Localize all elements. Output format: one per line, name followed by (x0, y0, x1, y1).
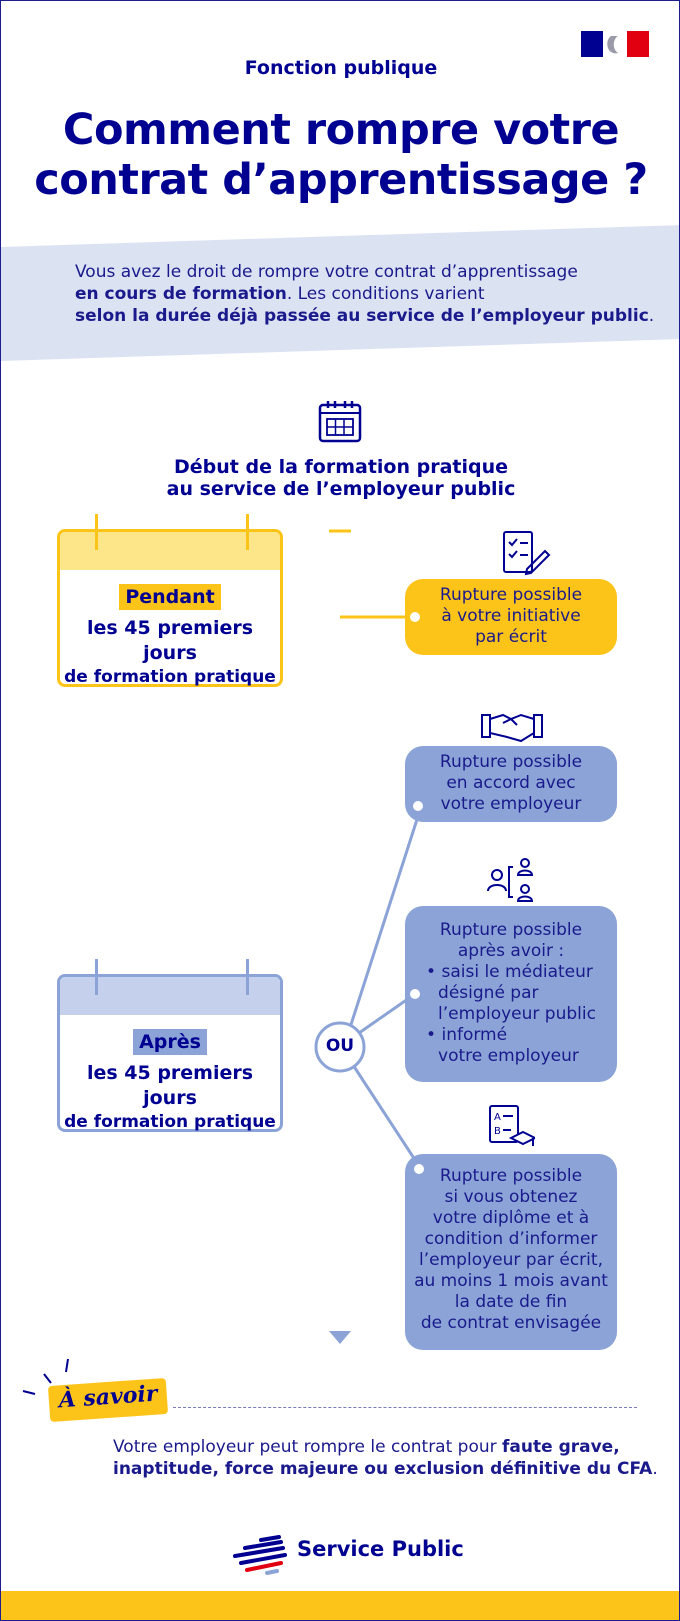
svg-text:B: B (494, 1126, 501, 1137)
intro-text: Vous avez le droit de rompre votre contr… (75, 261, 655, 327)
handshake-icon (481, 713, 543, 743)
calendar-apres-line-1: les 45 premiers jours (86, 1062, 254, 1109)
outcome-diplome-line-8: de contrat envisagée (420, 1313, 602, 1333)
intro-line-1: Vous avez le droit de rompre votre contr… (75, 262, 578, 282)
outcome-diplome-line-2: si vous obtenez (444, 1187, 578, 1207)
outcome-accord-line-2: en accord avec (446, 773, 576, 793)
intro-bold-1: en cours de formation (75, 284, 287, 304)
outcome-diplome-line-1: Rupture possible (439, 1166, 583, 1186)
intro-line-2: en cours de formation. Les conditions va… (75, 283, 655, 305)
outcome-accord-line-1: Rupture possible (439, 752, 583, 772)
intro-end: . (648, 306, 655, 326)
outcome-mediateur-intro-1: Rupture possible (439, 920, 583, 940)
outcome-diplome-dot (414, 1164, 424, 1174)
kicker: Fonction publique (244, 57, 438, 79)
outcome-mediateur-dot (410, 989, 420, 999)
checklist-pen-icon (503, 531, 551, 576)
outcome-diplome-line-3: votre diplôme et à (432, 1208, 590, 1228)
savoir-note-end: . (652, 1459, 658, 1479)
diploma-icon: A B (489, 1105, 535, 1146)
savoir-note: Votre employeur peut rompre le contrat p… (113, 1436, 673, 1480)
outcome-mediateur-bullet-1-cont-1: désigné par (438, 983, 539, 1003)
outcome-mediateur-bullet-2: • informé (426, 1025, 508, 1045)
calendar-pendant-line-2: de formation pratique (64, 667, 276, 687)
savoir-note-bold-1: faute grave, (502, 1437, 620, 1457)
calendar-pendant: Pendant les 45 premiers jours de formati… (57, 514, 283, 689)
outcome-diplome-line-5: l’employeur par écrit, (419, 1250, 603, 1270)
or-label: OU (325, 1036, 355, 1056)
tag-pendant: Pendant (119, 584, 221, 610)
outcome-accord-line-3: votre employeur (440, 794, 582, 814)
timeline-heading: Début de la formation pratique au servic… (1, 456, 679, 500)
outcome-initiative-line-2: à votre initiative (441, 606, 581, 626)
outcome-accord: Rupture possible en accord avec votre em… (405, 746, 617, 822)
outcome-diplome-line-7: la date de fin (454, 1292, 568, 1312)
calendar-apres: Après les 45 premiers jours de formation… (57, 959, 283, 1134)
service-public-logo-icon (233, 1535, 287, 1575)
svg-text:A: A (494, 1112, 501, 1123)
outcome-mediateur-bullet-1: • saisi le médiateur (426, 962, 593, 982)
timeline-heading-line-2: au service de l’employeur public (166, 478, 516, 500)
bottom-bar (1, 1591, 679, 1620)
calendar-icon (318, 401, 362, 443)
intro-band (1, 225, 679, 361)
connector-diplome (351, 1064, 421, 1167)
outcome-mediateur: Rupture possible après avoir : • saisi l… (405, 906, 617, 1082)
tag-apres: Après (133, 1029, 207, 1055)
calendar-apres-ring-right (246, 959, 249, 995)
timeline-arrowhead (329, 1331, 351, 1344)
brand-name: Service Public (297, 1537, 464, 1561)
title-line-2: contrat d’apprentissage ? (34, 155, 648, 205)
outcome-initiative-line-1: Rupture possible (439, 585, 583, 605)
savoir-divider (173, 1407, 637, 1408)
outcome-mediateur-bullet-1-cont-2: l’employeur public (438, 1004, 596, 1024)
outcome-diplome-line-4: condition d’informer (424, 1229, 598, 1249)
calendar-pendant-ring-right (246, 514, 249, 550)
calendar-pendant-text: Pendant les 45 premiers jours de formati… (60, 584, 280, 689)
title-line-1: Comment rompre votre (62, 105, 620, 155)
outcome-mediateur-bullet-2-cont: votre employeur (438, 1046, 579, 1066)
or-circle (314, 1021, 366, 1073)
calendar-pendant-ring-left (95, 514, 98, 550)
outcome-initiative-line-3: par écrit (475, 627, 547, 647)
intro-bold-2: selon la durée déjà passée au service de… (75, 306, 649, 326)
timeline-heading-line-1: Début de la formation pratique (173, 456, 509, 478)
connector-accord (345, 806, 423, 1038)
outcome-mediateur-list: • saisi le médiateur désigné par l’emplo… (426, 962, 596, 1067)
marianne-flag-icon (581, 31, 649, 57)
outcome-initiative-dot (410, 612, 420, 622)
outcome-accord-dot (413, 801, 423, 811)
intro-rest-1: . Les conditions varient (286, 284, 485, 304)
outcome-diplome: Rupture possible si vous obtenez votre d… (405, 1154, 617, 1350)
mediator-people-icon (487, 858, 534, 902)
page-title: Comment rompre votre contrat d’apprentis… (1, 105, 679, 205)
savoir-note-plain: Votre employeur peut rompre le contrat p… (113, 1437, 503, 1457)
calendar-pendant-line-1: les 45 premiers jours (86, 617, 254, 664)
intro-line-3: selon la durée déjà passée au service de… (75, 305, 655, 327)
outcome-initiative: Rupture possible à votre initiative par … (405, 579, 617, 655)
outcome-mediateur-intro-2: après avoir : (457, 941, 565, 961)
outcome-diplome-line-6: au moins 1 mois avant (414, 1271, 608, 1291)
savoir-note-bold-2: inaptitude, force majeure ou exclusion d… (113, 1459, 653, 1479)
calendar-apres-ring-left (95, 959, 98, 995)
calendar-apres-text: Après les 45 premiers jours de formation… (60, 1029, 280, 1134)
calendar-apres-line-2: de formation pratique (64, 1112, 276, 1132)
